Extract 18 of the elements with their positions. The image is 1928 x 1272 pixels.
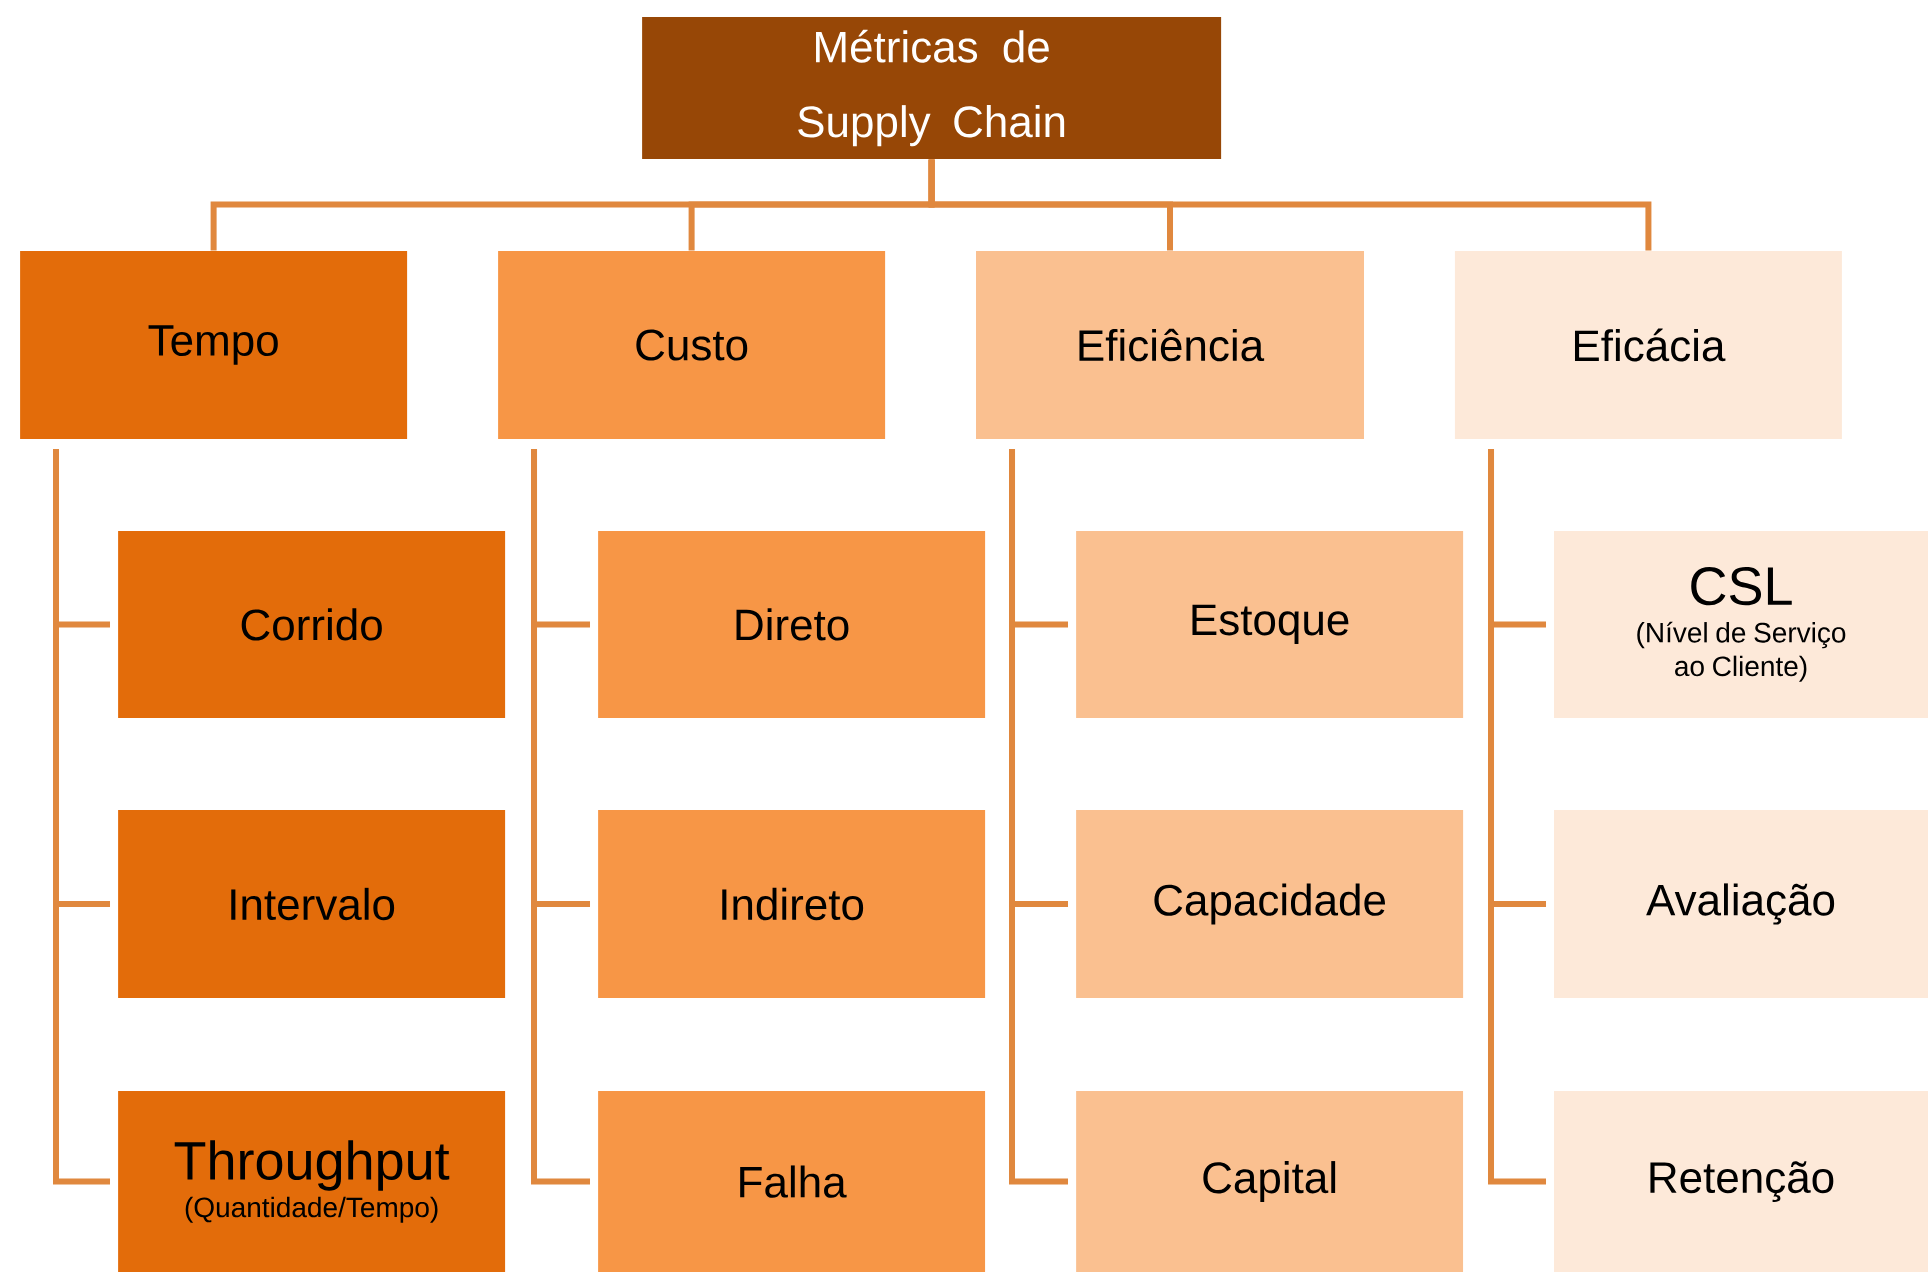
category-box: Eficácia — [1454, 251, 1842, 439]
category-box: Eficiência — [976, 251, 1364, 439]
metric-box: Capacidade — [1076, 810, 1464, 998]
metric-box: Avaliação — [1554, 810, 1928, 998]
metric-box: Intervalo — [118, 810, 506, 998]
metric-box: Corrido — [118, 530, 506, 718]
metric-box: Capital — [1076, 1091, 1464, 1272]
connector-line — [928, 159, 1652, 251]
metric-box: Throughput (Quantidade/Tempo) — [118, 1091, 506, 1272]
title-box: Métricas de Supply Chain — [642, 17, 1222, 159]
metric-box: Indireto — [598, 810, 986, 998]
metric-box: Direto — [598, 530, 986, 718]
category-box: Tempo — [20, 251, 408, 439]
category-box: Custo — [498, 251, 886, 439]
metric-box: Falha — [598, 1091, 986, 1272]
metric-box: Retenção — [1554, 1091, 1928, 1272]
metric-box: CSL (Nível de Serviço ao Cliente) — [1554, 530, 1928, 718]
metric-box: Estoque — [1076, 530, 1464, 718]
